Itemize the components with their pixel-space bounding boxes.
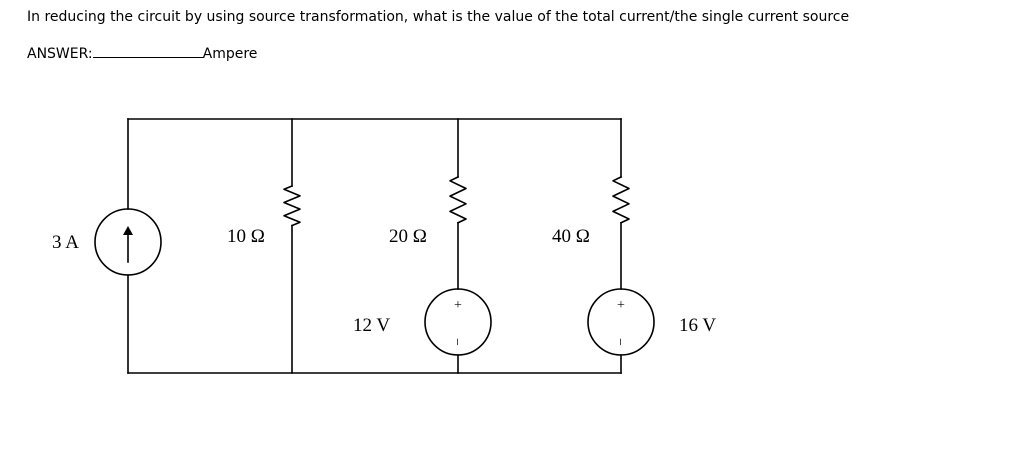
resistor-10-label: 10 Ω xyxy=(227,226,265,247)
resistor-20-ohm xyxy=(449,175,467,224)
voltage-source-12v-plus: + xyxy=(454,298,462,313)
current-source-circle xyxy=(94,208,162,276)
voltage-source-12v-minus: − xyxy=(449,338,464,346)
answer-row: ANSWER: Ampere xyxy=(27,43,257,62)
voltage-source-12v-label: 12 V xyxy=(353,315,390,336)
question-text: In reducing the circuit by using source … xyxy=(27,9,850,25)
answer-label: ANSWER: xyxy=(27,46,93,62)
resistor-40-ohm xyxy=(612,175,630,224)
resistor-40-label: 40 Ω xyxy=(552,226,590,247)
current-source-arrow-head xyxy=(123,226,133,235)
voltage-source-16v-label: 16 V xyxy=(679,315,716,336)
current-source-label: 3 A xyxy=(52,232,79,253)
resistor-10-ohm xyxy=(283,184,301,227)
answer-unit: Ampere xyxy=(202,46,258,62)
resistor-20-label: 20 Ω xyxy=(389,226,427,247)
voltage-source-16v-minus: − xyxy=(612,338,627,346)
answer-blank[interactable] xyxy=(92,43,203,58)
voltage-source-16v-plus: + xyxy=(617,298,625,313)
